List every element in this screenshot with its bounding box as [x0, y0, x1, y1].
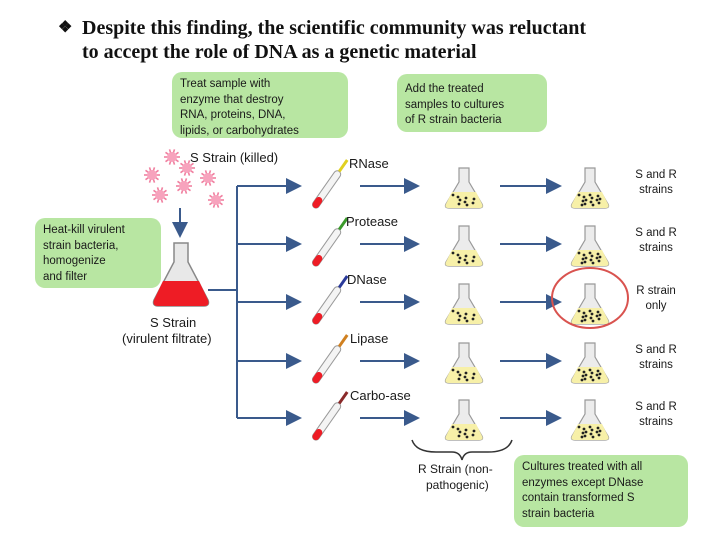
enzyme-test-tube-icon	[311, 275, 349, 325]
spiky-bacterium-icon	[176, 178, 192, 194]
enzyme-test-tube-icon	[311, 391, 349, 441]
diamond-bullet-icon: ❖	[58, 19, 73, 36]
culture-flask-icon	[444, 167, 484, 209]
enzyme-label: Lipase	[350, 331, 389, 346]
spiky-bacterium-icon	[164, 149, 180, 165]
enzyme-test-tube-icon	[311, 159, 349, 209]
label-r-strain-nonpathogenic: pathogenic)	[426, 478, 489, 492]
spiky-bacterium-icon	[179, 160, 195, 176]
dnase-result-highlight	[551, 267, 629, 329]
spiky-bacterium-icon	[208, 192, 224, 208]
spiky-bacterium-icon	[152, 187, 168, 203]
note-heat-kill: Heat-kill virulent strain bacteria, homo…	[35, 218, 161, 288]
r-strain-brace	[411, 439, 513, 461]
label-s-strain-killed: S Strain (killed)	[190, 150, 279, 165]
heading-line-2: to accept the role of DNA as a genetic m…	[82, 41, 477, 63]
heading-line-1: Despite this finding, the scientific com…	[82, 17, 587, 39]
culture-flask-icon	[444, 399, 484, 441]
enzyme-label: Carbo-ase	[350, 388, 411, 403]
slide-heading: ❖ Despite this finding, the scientific c…	[58, 16, 710, 64]
enzyme-label: Protease	[346, 214, 399, 229]
culture-flask-icon	[570, 399, 610, 441]
enzyme-label: RNase	[349, 156, 389, 171]
culture-flask-icon	[570, 342, 610, 384]
enzyme-test-tube-icon	[311, 217, 349, 267]
note-add-treated: Add the treated samples to cultures of R…	[397, 74, 547, 132]
label-r-strain: R Strain (non-	[418, 462, 493, 476]
note-cultures-treated: Cultures treated with all enzymes except…	[514, 455, 688, 527]
culture-flask-icon	[570, 167, 610, 209]
note-treat-sample: Treat sample with enzyme that destroy RN…	[172, 72, 348, 138]
label-s-strain: S Strain	[150, 315, 197, 330]
spiky-bacterium-icon	[144, 167, 160, 183]
enzyme-label: DNase	[347, 272, 387, 287]
culture-flask-icon	[444, 283, 484, 325]
s-strain-flask	[152, 242, 210, 307]
killed-s-strain-bacteria	[144, 149, 224, 208]
spiky-bacterium-icon	[200, 170, 216, 186]
enzyme-test-tube-icon	[311, 334, 349, 384]
culture-flask-icon	[570, 283, 610, 325]
label-virulent-filtrate: (virulent filtrate)	[122, 331, 212, 346]
culture-flask-icon	[570, 225, 610, 267]
culture-flask-icon	[444, 225, 484, 267]
culture-flask-icon	[444, 342, 484, 384]
